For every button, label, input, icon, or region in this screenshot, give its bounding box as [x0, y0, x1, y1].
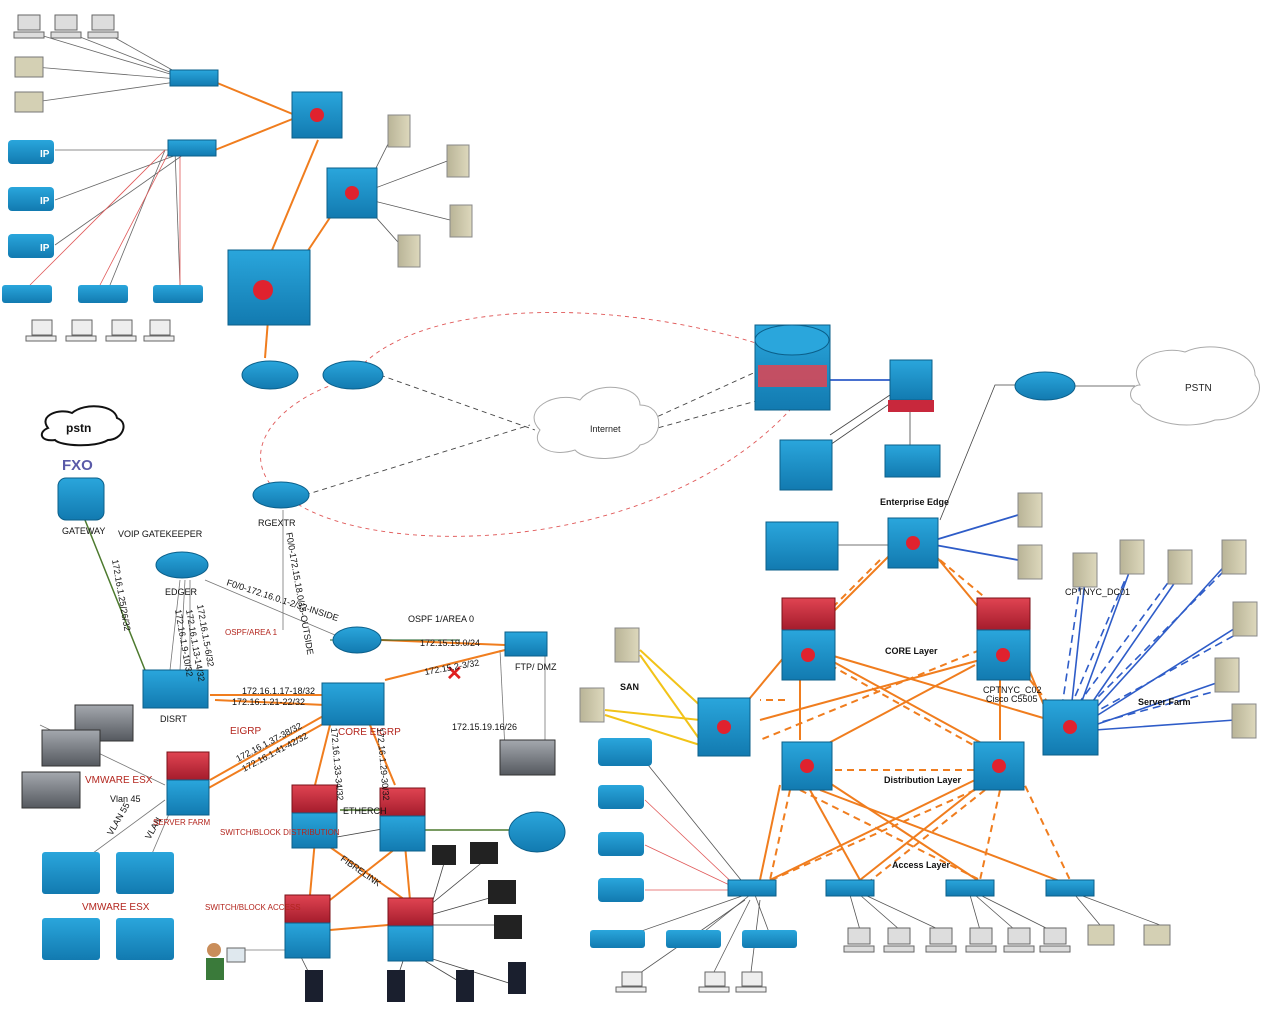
user-icon: [206, 943, 246, 980]
link-label: 172.16.1.29-30/32: [375, 727, 391, 801]
laptop-icon: [615, 971, 767, 993]
switch-icon: [727, 879, 1095, 897]
firewall-icon: [888, 359, 934, 412]
content-switch-icon: [779, 439, 833, 491]
pstn-left-label: pstn: [66, 421, 91, 435]
ospf-area0-label: OSPF 1/AREA 0: [408, 614, 474, 624]
link-down-icon: ✕: [446, 663, 463, 685]
multilayer-switch-icon: [697, 697, 1099, 791]
phone-icon: [42, 852, 174, 960]
rgextr-label: RGEXTR: [258, 518, 296, 528]
server-farm-left-label: SERVER FARM: [153, 818, 211, 827]
core-router-icon: [754, 324, 831, 411]
server-icon: [21, 704, 556, 809]
link-label: 172.16.1.21-22/32: [232, 697, 305, 707]
pstn-label: PSTN: [1185, 383, 1212, 394]
firewall-icon: [241, 360, 299, 390]
ospf-area1-label: OSPF/AREA 1: [225, 628, 278, 637]
wireless-ap-icon: [590, 930, 797, 948]
firewall-icon: [332, 626, 382, 654]
ip-phone-icon: [598, 738, 652, 902]
fibrelink-label: FIBRELINK: [339, 853, 383, 888]
link-label: 172.15.19.0/24: [420, 638, 480, 648]
ip-phone-icon: [432, 842, 522, 939]
pstn-cloud-icon: [1130, 346, 1260, 426]
printer-icon: [1087, 924, 1171, 946]
enterprise-edge-label: Enterprise Edge: [880, 497, 949, 507]
printer-icon: [14, 56, 44, 113]
svg-text:IP: IP: [40, 149, 50, 160]
router-icon: [155, 551, 209, 579]
internet-cloud-icon: [533, 386, 660, 459]
cisco-c5505-label: Cisco C5505: [986, 694, 1038, 704]
vlan55-label: VLAN 55: [105, 801, 132, 837]
core-layer-label: CORE Layer: [885, 646, 938, 656]
access-point-icon: [305, 962, 526, 1002]
switch-icon: [142, 631, 548, 726]
link-label: 172.16.1.17-18/32: [242, 686, 315, 696]
distribution-layer-label: Distribution Layer: [884, 775, 962, 785]
server-farm-right-label: Server Farm: [1138, 697, 1191, 707]
pc-icon: [13, 14, 119, 39]
core-eigrp-label: CORE EIGRP: [338, 727, 401, 738]
multilayer-switch-icon: [887, 517, 939, 569]
disrt-label: DISRT: [160, 714, 187, 724]
access-layer-label: Access Layer: [892, 860, 951, 870]
eigrp-label: EIGRP: [230, 726, 261, 737]
gateway-label: GATEWAY: [62, 526, 105, 536]
voip-gatekeeper-label: VOIP GATEKEEPER: [118, 529, 203, 539]
fxo-label: FXO: [62, 457, 93, 474]
link-label: 172.15.19.16/26: [452, 722, 517, 732]
san-label: SAN: [620, 682, 639, 692]
vmware-esx-label-2: VMWARE ESX: [82, 902, 150, 913]
router-icon: [252, 481, 310, 509]
link-label: 172.16.1.25/26/32: [110, 559, 132, 632]
pstn-cloud-icon: [40, 405, 125, 447]
link-label: F0/0-172.16.0.1-2/32-INSIDE: [225, 577, 339, 623]
pc-icon: [843, 927, 1071, 953]
voice-gateway-icon: [57, 477, 105, 521]
multilayer-switch-icon: [166, 751, 434, 962]
ip-phone-icon: IP IP IP: [8, 140, 54, 258]
storage-icon: [765, 521, 839, 571]
switch-block-distribution-label: SWITCH/BLOCK DISTRIBUTION: [220, 828, 340, 837]
edger-label: EDGER: [165, 587, 198, 597]
link-label: F0/0-172.15.18.0/15-OUTSIDE: [284, 532, 315, 656]
core-switch-icon: [781, 597, 1031, 681]
ftp-dmz-label: FTP/ DMZ: [515, 662, 557, 672]
server-icon: [387, 114, 473, 268]
svg-text:IP: IP: [40, 243, 50, 254]
server-icon: [579, 492, 1258, 739]
devices: IP IP IP Int: [2, 14, 1260, 1002]
switch-block-access-label: SWITCH/BLOCK ACCESS: [205, 903, 301, 912]
router-icon: [1014, 371, 1076, 401]
laptop-icon: [25, 319, 175, 342]
cptnyc-dc01-label: CPTNYC_DC01: [1065, 587, 1130, 597]
cptnyc-c02-label: CPTNYC_C02: [983, 685, 1042, 695]
router-icon: [322, 360, 384, 390]
wireless-ap-icon: [2, 285, 203, 303]
etherch-label: ETHERCH: [343, 806, 387, 816]
vlan45-label: Vlan 45: [110, 794, 141, 804]
internet-label: Internet: [590, 424, 621, 434]
switch-icon: [167, 69, 219, 157]
multilayer-switch-icon: [227, 91, 378, 326]
vpn-concentrator-icon: [884, 444, 941, 478]
svg-text:IP: IP: [40, 196, 50, 207]
voicemail-router-icon: [508, 811, 566, 853]
vmware-esx-label-1: VMWARE ESX: [85, 775, 153, 786]
